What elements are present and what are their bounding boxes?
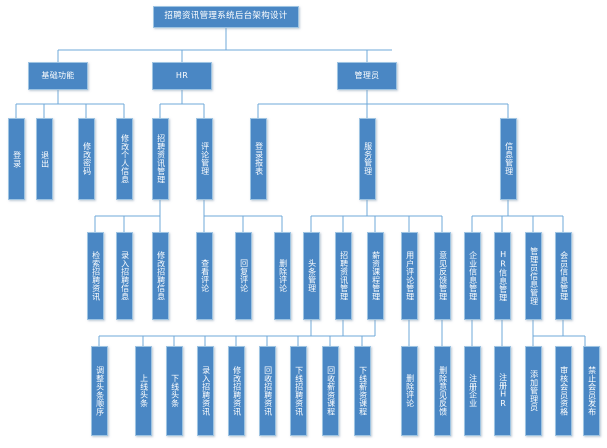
node-reply-comment[interactable]: 回复评论 [235, 232, 252, 320]
node-basic-functions[interactable]: 基础功能 [28, 62, 88, 90]
node-delete-feedback[interactable]: 删除意见反馈 [434, 346, 451, 436]
node-delete-comment-admin-label: 删除评论 [405, 374, 415, 408]
node-register-hr[interactable]: 注册HR [494, 346, 511, 436]
node-ban-member-posting[interactable]: 禁止会员发布 [583, 346, 600, 436]
node-offline-jobnews-label: 下线招聘资讯 [294, 366, 304, 416]
node-delete-comment-hr[interactable]: 删除评论 [274, 232, 291, 320]
node-modify-job-info-label: 修改招聘信息 [156, 251, 166, 301]
node-offline-headline-label: 下线头条 [170, 374, 180, 408]
node-input-jobnews-label: 录入招聘资讯 [201, 366, 211, 416]
node-user-comment-management[interactable]: 用户评论管理 [401, 232, 418, 320]
node-member-info-management-label: 会员信息管理 [559, 251, 569, 301]
node-login-report[interactable]: 登录报表 [250, 118, 267, 200]
node-input-jobnews[interactable]: 录入招聘资讯 [197, 346, 214, 436]
node-member-info-management[interactable]: 会员信息管理 [555, 232, 572, 320]
node-admin-info-management-label: 管理员信息管理 [529, 246, 539, 306]
node-view-comment[interactable]: 查看评论 [196, 232, 213, 320]
node-adjust-headline-order[interactable]: 调整头条顺序 [91, 346, 108, 436]
node-audit-member-label: 审核会员资格 [559, 366, 569, 416]
node-job-info-management[interactable]: 招聘资讯管理 [152, 118, 169, 200]
node-offline-salary-course[interactable]: 下线薪资课程 [354, 346, 371, 436]
node-audit-member[interactable]: 审核会员资格 [555, 346, 572, 436]
node-recycle-jobnews-label: 回收招聘资讯 [263, 366, 273, 416]
node-company-info-management[interactable]: 企业信息管理 [464, 232, 481, 320]
node-register-hr-label: 注册HR [498, 373, 508, 409]
node-add-admin-label: 添加管理员 [529, 370, 539, 412]
node-info-management-label: 信息管理 [504, 142, 514, 176]
node-change-password-label: 修改密码 [82, 142, 92, 176]
node-service-management[interactable]: 服务管理 [359, 118, 376, 200]
node-modify-jobnews-label: 修改招聘资讯 [232, 366, 242, 416]
node-recycle-jobnews[interactable]: 回收招聘资讯 [259, 346, 276, 436]
node-adjust-headline-order-label: 调整头条顺序 [95, 366, 105, 416]
node-salary-course-management-label: 薪资课程管理 [371, 251, 381, 301]
node-service-management-label: 服务管理 [363, 142, 373, 176]
node-change-personal-info-label: 修改个人信息 [120, 134, 130, 184]
node-basic-functions-label: 基础功能 [41, 70, 75, 80]
node-register-company-label: 注册企业 [468, 374, 478, 408]
node-delete-comment-hr-label: 删除评论 [278, 259, 288, 293]
node-offline-jobnews[interactable]: 下线招聘资讯 [290, 346, 307, 436]
node-ban-member-posting-label: 禁止会员发布 [587, 366, 597, 416]
node-online-headline[interactable]: 上线头条 [135, 346, 152, 436]
node-recycle-salary-course[interactable]: 回收薪资课程 [322, 346, 339, 436]
node-add-admin[interactable]: 添加管理员 [525, 346, 542, 436]
node-feedback-management-label: 意见反馈管理 [438, 251, 448, 301]
node-login[interactable]: 登录 [8, 118, 25, 200]
node-feedback-management[interactable]: 意见反馈管理 [434, 232, 451, 320]
node-modify-jobnews[interactable]: 修改招聘资讯 [228, 346, 245, 436]
node-change-personal-info[interactable]: 修改个人信息 [116, 118, 133, 200]
node-root-label: 招聘资讯管理系统后台架构设计 [164, 11, 288, 22]
node-login-report-label: 登录报表 [254, 142, 264, 176]
node-admin[interactable]: 管理员 [337, 62, 397, 90]
node-view-comment-label: 查看评论 [200, 259, 210, 293]
node-headline-management[interactable]: 头条管理 [303, 232, 320, 320]
node-salary-course-management[interactable]: 薪资课程管理 [367, 232, 384, 320]
node-admin-info-management[interactable]: 管理员信息管理 [525, 232, 542, 320]
node-user-comment-management-label: 用户评论管理 [405, 251, 415, 301]
node-register-company[interactable]: 注册企业 [464, 346, 481, 436]
node-input-job-info-label: 录入招聘信息 [120, 251, 130, 301]
node-online-headline-label: 上线头条 [139, 374, 149, 408]
node-jobnews-management-label: 招聘资讯管理 [339, 251, 349, 301]
node-root[interactable]: 招聘资讯管理系统后台架构设计 [153, 6, 299, 28]
node-hr[interactable]: HR [152, 62, 212, 90]
node-offline-headline[interactable]: 下线头条 [166, 346, 183, 436]
node-recycle-salary-course-label: 回收薪资课程 [326, 366, 336, 416]
node-delete-feedback-label: 删除意见反馈 [438, 366, 448, 416]
node-comment-management-label: 评论管理 [200, 142, 210, 176]
node-reply-comment-label: 回复评论 [239, 259, 249, 293]
node-company-info-management-label: 企业信息管理 [468, 251, 478, 301]
node-search-job-info[interactable]: 检索招聘资讯 [87, 232, 104, 320]
node-change-password[interactable]: 修改密码 [78, 118, 95, 200]
node-input-job-info[interactable]: 录入招聘信息 [116, 232, 133, 320]
node-search-job-info-label: 检索招聘资讯 [91, 251, 101, 301]
node-delete-comment-admin[interactable]: 删除评论 [401, 346, 418, 436]
node-comment-management[interactable]: 评论管理 [196, 118, 213, 200]
node-hr-info-management[interactable]: HR信息管理 [494, 232, 511, 320]
node-headline-management-label: 头条管理 [307, 259, 317, 293]
node-info-management[interactable]: 信息管理 [500, 118, 517, 200]
node-login-label: 登录 [12, 150, 22, 168]
node-hr-label: HR [175, 70, 189, 80]
node-admin-label: 管理员 [354, 70, 380, 80]
node-logout[interactable]: 退出 [36, 118, 53, 200]
node-logout-label: 退出 [40, 150, 50, 168]
node-hr-info-management-label: HR信息管理 [498, 250, 508, 302]
node-offline-salary-course-label: 下线薪资课程 [358, 366, 368, 416]
node-modify-job-info[interactable]: 修改招聘信息 [152, 232, 169, 320]
node-job-info-management-label: 招聘资讯管理 [156, 134, 166, 184]
node-jobnews-management[interactable]: 招聘资讯管理 [335, 232, 352, 320]
